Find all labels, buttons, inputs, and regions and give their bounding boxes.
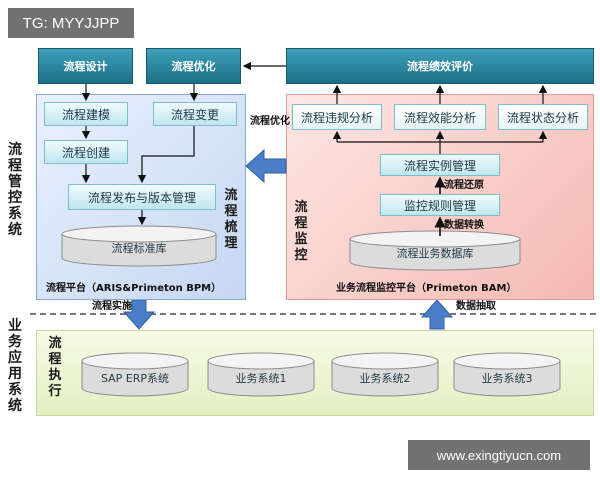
process-release-box: 流程发布与版本管理	[68, 184, 216, 210]
business-system-2-label: 业务系统2	[360, 372, 411, 385]
process-modeling-box: 流程建模	[44, 102, 128, 126]
sap-erp-system-label: SAP ERP系统	[101, 372, 169, 385]
process-monitoring-label: 流程监控	[294, 200, 308, 263]
process-implement-label: 流程实施	[92, 301, 132, 312]
header-process-evaluation: 流程绩效评价	[286, 48, 594, 84]
business-system-1-db: 业务系统1	[207, 352, 315, 397]
implement-down-arrow-icon	[122, 300, 156, 330]
arrow-change-to-release	[137, 126, 195, 184]
monitoring-platform-footer: 业务流程监控平台（Primeton BAM）	[336, 283, 517, 294]
instance-management-box: 流程实例管理	[380, 154, 500, 176]
business-database-db: 流程业务数据库	[349, 230, 521, 271]
process-creation-box: 流程创建	[44, 140, 128, 164]
header-process-optimize: 流程优化	[146, 48, 241, 84]
watermark-bottom: www.exingtiyucn.com	[408, 440, 590, 470]
optimize-feedback-arrow-icon	[245, 148, 287, 184]
process-execution-label: 流程执行	[48, 336, 62, 399]
business-system-1-label: 业务系统1	[236, 372, 287, 385]
process-standard-library-db: 流程标准库	[61, 225, 217, 267]
status-analysis-box: 流程状态分析	[498, 104, 588, 130]
violation-analysis-box: 流程违规分析	[292, 104, 382, 130]
process-platform-footer: 流程平台（ARIS&Primeton BPM）	[46, 283, 222, 294]
header-process-design: 流程设计	[38, 48, 133, 84]
business-system-2-db: 业务系统2	[331, 352, 439, 397]
process-change-box: 流程变更	[153, 102, 237, 126]
sap-erp-system-db: SAP ERP系统	[81, 352, 189, 397]
middle-optimize-label: 流程优化	[250, 116, 290, 127]
process-restore-label: 流程还原	[444, 180, 484, 191]
business-system-3-label: 业务系统3	[482, 372, 533, 385]
process-sorting-label: 流程梳理	[224, 188, 238, 251]
watermark-top: TG: MYYJJPP	[8, 8, 134, 38]
business-database-label: 流程业务数据库	[397, 246, 474, 260]
governance-system-label: 流程管控系统	[8, 142, 22, 238]
data-convert-label: 数据转换	[444, 220, 484, 231]
data-extract-label: 数据抽取	[456, 301, 496, 312]
monitoring-rules-box: 监控规则管理	[380, 194, 500, 216]
process-standard-library-label: 流程标准库	[112, 241, 167, 255]
efficiency-analysis-box: 流程效能分析	[394, 104, 486, 130]
business-system-3-db: 业务系统3	[453, 352, 561, 397]
extract-up-arrow-icon	[420, 300, 454, 330]
application-system-label: 业务应用系统	[8, 318, 22, 414]
layer-divider	[30, 313, 596, 315]
